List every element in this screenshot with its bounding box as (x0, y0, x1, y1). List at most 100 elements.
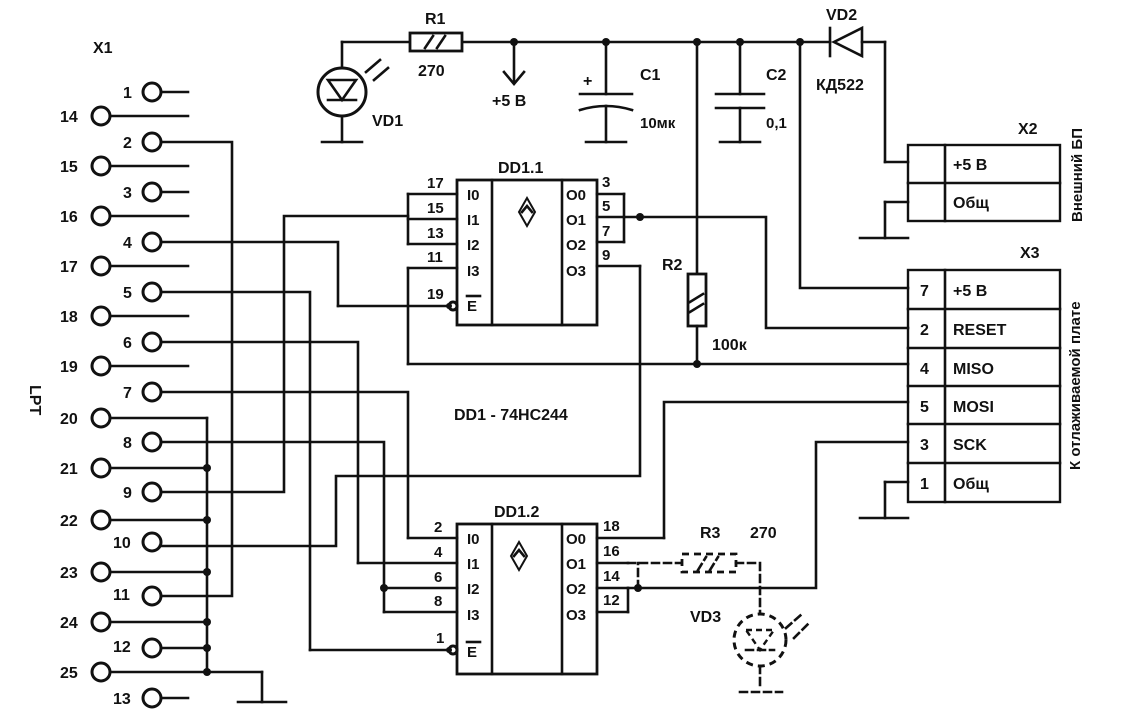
svg-text:7: 7 (602, 223, 610, 240)
svg-text:14: 14 (60, 109, 78, 126)
x1-pin-22: 22 (60, 509, 209, 531)
svg-text:O1: O1 (566, 556, 586, 573)
r2-label: R2 (662, 257, 683, 274)
svg-text:4: 4 (434, 544, 443, 561)
svg-text:24: 24 (60, 615, 78, 632)
diode-vd2: VD2 КД522 (816, 7, 864, 94)
wire-x1-pin7 (159, 390, 410, 540)
svg-text:MISO: MISO (953, 361, 994, 378)
svg-text:4: 4 (920, 361, 929, 378)
x1-pin-20: 20 (60, 407, 209, 429)
x3-row-reset: 2 RESET (920, 322, 1007, 339)
x1-pin-3: 3 (123, 181, 163, 203)
x1-pin-12: 12 (113, 637, 163, 659)
svg-text:6: 6 (123, 335, 132, 352)
x1-pin-2: 2 (123, 131, 163, 153)
c1-value: 10мк (640, 115, 676, 132)
svg-text:21: 21 (60, 461, 78, 478)
dd1-1-label: DD1.1 (498, 160, 543, 177)
ground-bus (203, 416, 288, 704)
buffer-symbol-icon (509, 539, 529, 573)
svg-text:7: 7 (920, 283, 929, 300)
r3-label: R3 (700, 525, 721, 542)
svg-text:12: 12 (603, 592, 620, 609)
svg-text:O1: O1 (566, 212, 586, 229)
x3-row-plus5: 7 +5 В (920, 283, 987, 300)
svg-text:15: 15 (427, 200, 444, 217)
x1-pin-4: 4 (123, 231, 163, 253)
c1-label: C1 (640, 67, 661, 84)
x1-pin-16: 16 (60, 205, 190, 227)
svg-text:MOSI: MOSI (953, 399, 994, 416)
svg-text:16: 16 (60, 209, 78, 226)
svg-text:3: 3 (920, 437, 929, 454)
wire-x1-pin9 (159, 214, 410, 494)
svg-text:O2: O2 (566, 237, 586, 254)
connector-x2: X2 +5 В Общ Внешний БП (858, 121, 1086, 240)
svg-text:I2: I2 (467, 581, 480, 598)
dd1-2-label: DD1.2 (494, 504, 539, 521)
x1-pin-18: 18 (60, 305, 190, 327)
svg-text:O2: O2 (566, 581, 586, 598)
svg-text:7: 7 (123, 385, 132, 402)
svg-text:3: 3 (123, 185, 132, 202)
x3-label: X3 (1020, 245, 1040, 262)
svg-text:2: 2 (920, 322, 929, 339)
svg-text:I0: I0 (467, 187, 480, 204)
svg-text:I0: I0 (467, 531, 480, 548)
r3-value: 270 (750, 525, 777, 542)
svg-text:2: 2 (123, 135, 132, 152)
x1-pin-14: 14 (60, 105, 190, 127)
svg-text:18: 18 (60, 309, 78, 326)
x3-row-miso: 4 MISO (920, 361, 994, 378)
vd2-value: КД522 (816, 77, 864, 94)
x3-side-label: К отлаживаемой плате (1067, 301, 1084, 470)
x1-pin-15: 15 (60, 155, 190, 177)
svg-text:20: 20 (60, 411, 78, 428)
x1-pin-7: 7 (123, 381, 163, 403)
svg-text:8: 8 (434, 593, 442, 610)
svg-text:9: 9 (602, 247, 610, 264)
c1-polarity: + (583, 73, 592, 90)
wire-x1-pin4 (159, 240, 340, 308)
vd3-label: VD3 (690, 609, 721, 626)
x1-side-label: LPT (26, 385, 43, 415)
x1-pin-13: 13 (113, 687, 190, 709)
svg-text:17: 17 (427, 175, 444, 192)
svg-text:5: 5 (123, 285, 132, 302)
svg-text:11: 11 (427, 249, 443, 266)
dd1-2-enable-label: E (467, 644, 477, 661)
svg-text:16: 16 (603, 543, 620, 560)
svg-text:I1: I1 (467, 212, 480, 229)
wire-x1-pin8 (159, 440, 386, 590)
resistor-r1: R1 270 (408, 11, 464, 80)
x1-pin-17: 17 (60, 255, 190, 277)
svg-text:11: 11 (113, 587, 130, 604)
svg-text:O3: O3 (566, 607, 586, 624)
svg-text:18: 18 (603, 518, 620, 535)
svg-text:13: 13 (113, 691, 131, 708)
vd1-label: VD1 (372, 113, 403, 130)
svg-text:13: 13 (427, 225, 444, 242)
svg-text:12: 12 (113, 639, 131, 656)
dd1-1-enable-label: E (467, 298, 477, 315)
svg-text:1: 1 (920, 476, 929, 493)
power-section: R1 270 VD1 +5 В + (316, 7, 910, 164)
led-vd1: VD1 (316, 40, 403, 144)
capacitor-c1: + C1 10мк (578, 40, 676, 144)
c2-value: 0,1 (766, 115, 787, 132)
resistor-r2: R2 100к (662, 40, 748, 366)
svg-text:10: 10 (113, 535, 131, 552)
svg-text:25: 25 (60, 665, 78, 682)
svg-text:+5 В: +5 В (953, 283, 987, 300)
svg-text:RESET: RESET (953, 322, 1007, 339)
wire-dd1-1-o3 (158, 264, 642, 548)
svg-text:1: 1 (436, 630, 444, 647)
buffer-symbol-icon (517, 195, 537, 229)
x1-pin-10: 10 (113, 531, 163, 553)
svg-text:SCK: SCK (953, 437, 987, 454)
x2-side-label: Внешний БП (1069, 128, 1086, 222)
r1-value: 270 (418, 63, 445, 80)
